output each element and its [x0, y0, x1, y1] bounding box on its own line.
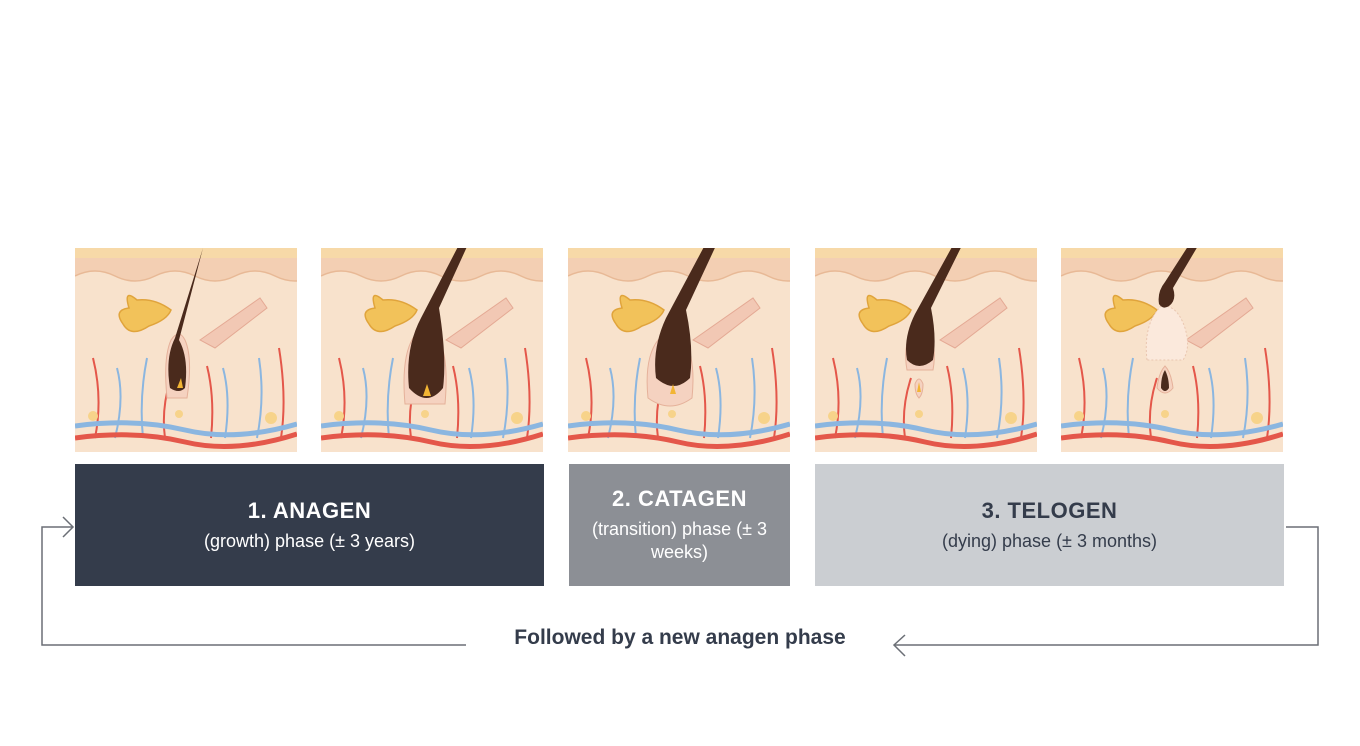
catagen-phase-title: 2. CATAGEN — [612, 486, 747, 511]
telogen-phase-subtitle: (dying) phase (± 3 months) — [942, 530, 1157, 551]
catagen-phase-subtitle: (transition) phase (± 3 weeks) — [592, 519, 767, 562]
anagen-phase-subtitle: (growth) phase (± 3 years) — [204, 530, 415, 551]
hair-follicle-illustration-catagen — [568, 248, 790, 452]
hair-follicle-illustration-telogen — [1061, 248, 1283, 452]
right-arrow-icon — [62, 516, 75, 538]
cycle-label: Followed by a new anagen phase — [514, 626, 846, 649]
anagen-phase-title: 1. ANAGEN — [247, 497, 372, 523]
hair-follicle-illustration-early-anagen — [75, 248, 297, 452]
telogen-phase-box: 3. TELOGEN (dying) phase (± 3 months) — [815, 464, 1284, 586]
telogen-phase-title: 3. TELOGEN — [981, 497, 1118, 523]
catagen-phase-box: 2. CATAGEN (transition) phase (± 3 weeks… — [569, 464, 790, 586]
hair-follicle-illustration-early-telogen — [815, 248, 1037, 452]
left-cycle-line — [41, 526, 466, 646]
left-arrow-icon — [892, 634, 906, 657]
right-cycle-line — [894, 526, 1319, 646]
hair-follicle-illustration-anagen — [321, 248, 543, 452]
anagen-phase-box: 1. ANAGEN (growth) phase (± 3 years) — [75, 464, 544, 586]
